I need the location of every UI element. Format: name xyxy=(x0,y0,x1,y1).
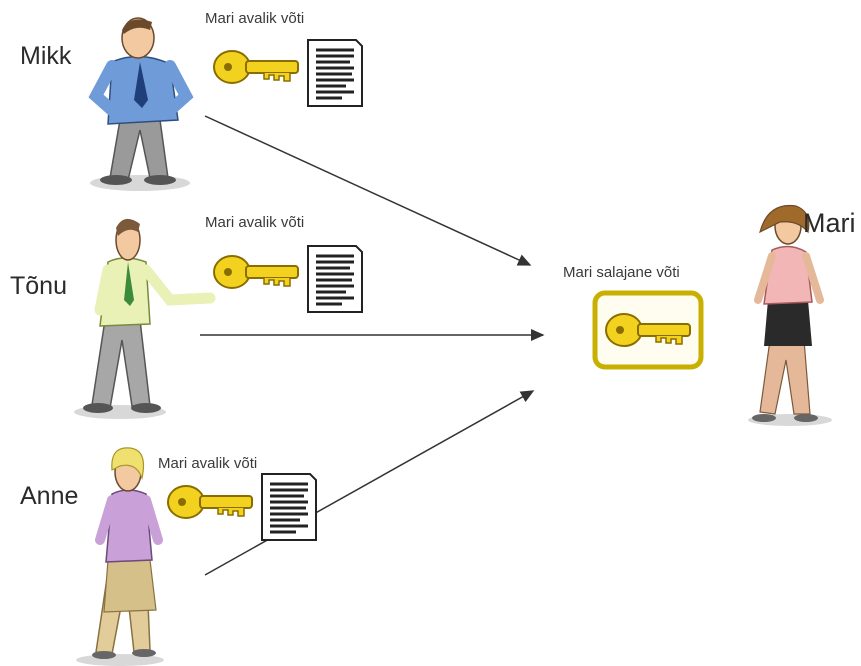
key-icon xyxy=(213,255,299,289)
public-key-caption-anne: Mari avalik võti xyxy=(158,455,258,472)
secret-key-caption: Mari salajane võti xyxy=(563,264,680,281)
person-anne-figure xyxy=(76,447,164,666)
public-key-caption-tonu: Mari avalik võti xyxy=(205,214,305,231)
arrow-anne-to-mari xyxy=(204,390,535,576)
person-tonu-figure xyxy=(74,218,216,419)
document-icon xyxy=(306,244,364,314)
key-icon xyxy=(167,485,253,519)
arrow-mikk-to-mari xyxy=(204,115,532,266)
person-mikk-figure xyxy=(88,17,194,191)
public-key-caption-mikk: Mari avalik võti xyxy=(205,10,305,27)
document-icon xyxy=(306,38,364,108)
sender-name-mikk: Mikk xyxy=(20,42,72,70)
document-icon xyxy=(260,472,318,542)
receiver-name: Mari xyxy=(803,208,856,238)
person-mari-figure xyxy=(748,204,832,426)
sender-name-anne: Anne xyxy=(20,482,79,510)
secret-key-frame xyxy=(592,290,704,370)
sender-name-tonu: Tõnu xyxy=(10,272,67,300)
key-icon xyxy=(213,50,299,84)
